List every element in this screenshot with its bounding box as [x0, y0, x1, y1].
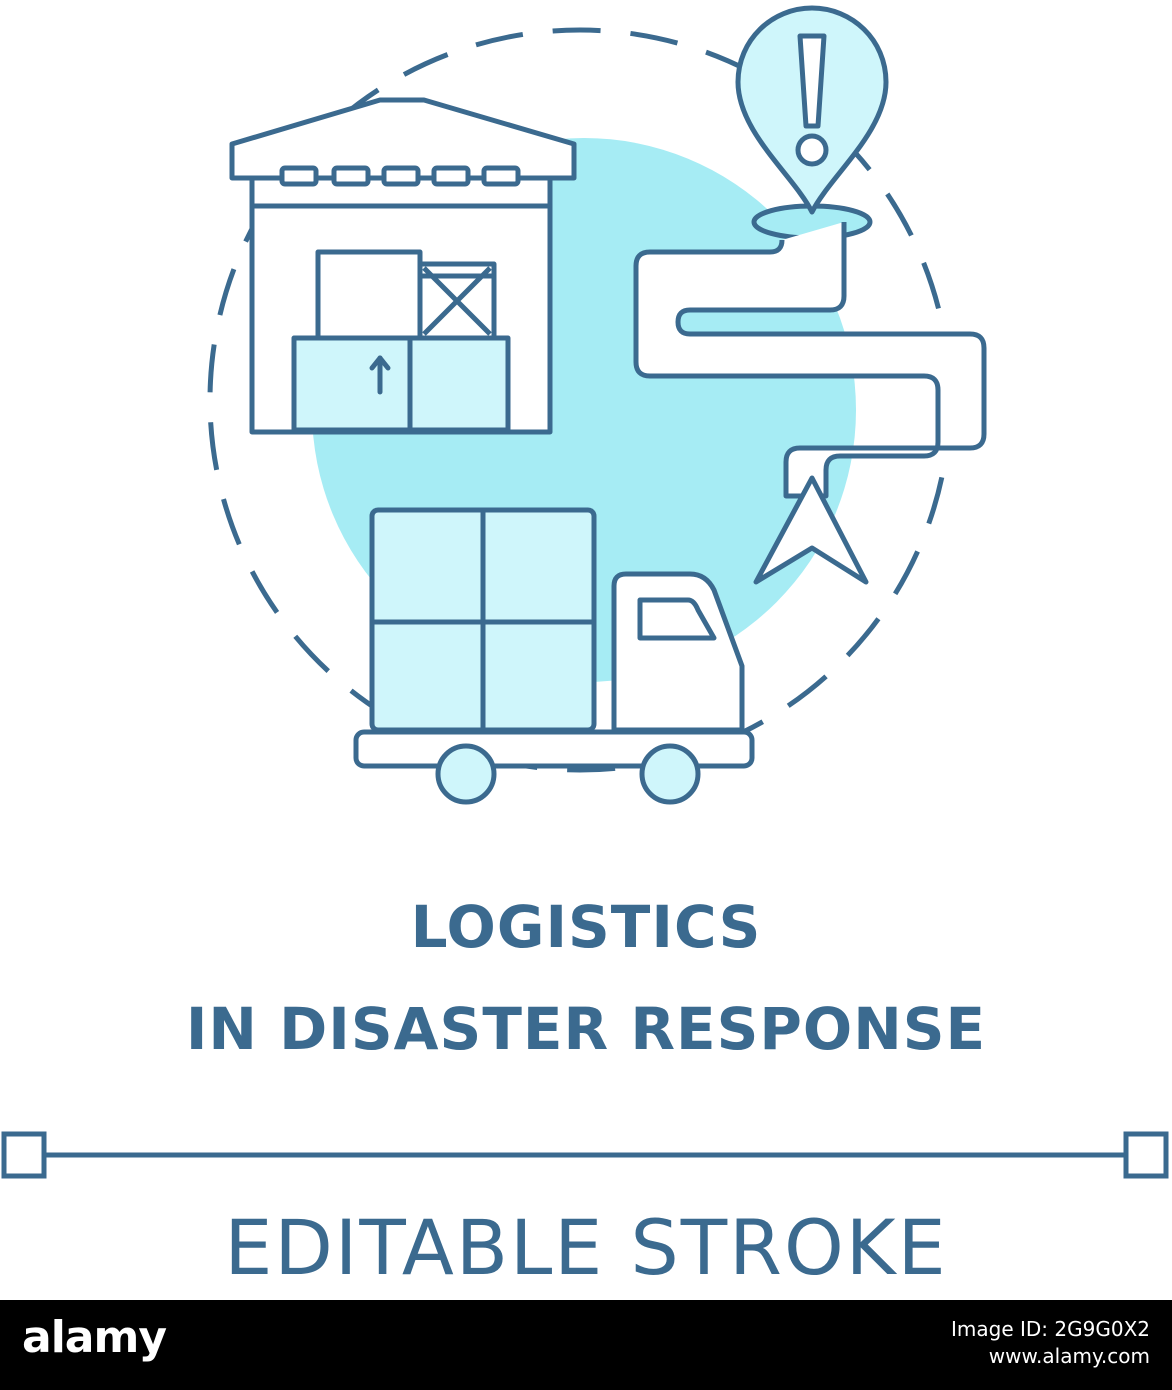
logistics-illustration	[207, 5, 987, 805]
navigation-arrow-icon	[753, 475, 869, 585]
site-link[interactable]: www.alamy.com	[988, 1344, 1150, 1368]
delivery-truck-icon	[353, 507, 755, 805]
editable-stroke-line	[1, 1131, 1169, 1179]
footer-bar: alamy Image ID: 2G9G0X2 www.alamy.com	[0, 1300, 1172, 1390]
title-line-2: IN DISASTER RESPONSE	[185, 995, 987, 1063]
editable-stroke-caption: EDITABLE STROKE	[224, 1210, 948, 1292]
alamy-logo[interactable]: alamy	[22, 1312, 167, 1363]
stroke-handle-right	[1123, 1131, 1169, 1179]
footer-image-info: Image ID: 2G9G0X2 www.alamy.com	[951, 1316, 1150, 1370]
stroke-handle-left	[1, 1131, 47, 1179]
boxes-icon	[291, 249, 511, 433]
image-id-label: Image ID: 2G9G0X2	[951, 1317, 1150, 1341]
title-line-1: LOGISTICS	[410, 893, 762, 961]
location-pin-alert-icon	[735, 5, 889, 241]
